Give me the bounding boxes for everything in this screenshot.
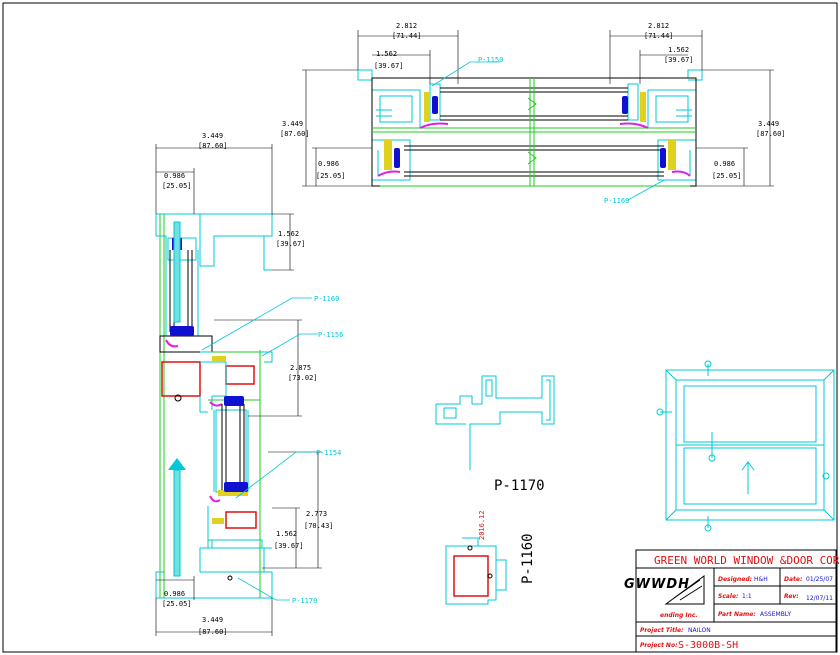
logo-subtext: ending Inc. <box>660 612 698 619</box>
project-title-label: Project Title: <box>640 627 683 634</box>
top-section: 2.812 [71.44] 1.562 [39.67] 2.812 [71.44… <box>280 22 786 205</box>
side-dim-4-mm: [73.02] <box>288 374 318 382</box>
project-no-label: Project No: <box>640 642 677 649</box>
date-value: 01/25/07 <box>806 576 833 583</box>
top-dim-6: 3.449 <box>758 120 779 128</box>
logo-text: GWWDH <box>624 577 690 592</box>
top-dim-8: 0.986 <box>714 160 735 168</box>
title-block <box>635 549 837 653</box>
rev-label: Rev: <box>784 593 799 600</box>
side-dim-3: 1.562 <box>278 230 299 238</box>
profile-p1160: 2016.12 <box>445 510 507 605</box>
top-dim-1-mm: [71.44] <box>392 32 422 40</box>
profile-p1170 <box>435 375 555 470</box>
side-dim-5-mm: [70.43] <box>304 522 334 530</box>
window-elevation <box>656 360 835 532</box>
side-dim-4: 2.875 <box>290 364 311 372</box>
side-dim-6-mm: [39.67] <box>274 542 304 550</box>
designed-label: Designed: <box>718 576 752 583</box>
side-dim-5: 2.773 <box>306 510 327 518</box>
label-p1169: P-1169 <box>604 197 629 205</box>
rev-value: 12/07/11 <box>806 595 833 602</box>
date-label: Date: <box>784 576 802 583</box>
side-dim-8-mm: [87.60] <box>198 628 228 636</box>
scale-value: 1:1 <box>742 593 752 600</box>
side-dim-2: 0.986 <box>164 172 185 180</box>
top-dim-2: 1.562 <box>376 50 397 58</box>
side-dim-6: 1.562 <box>276 530 297 538</box>
side-dim-7: 0.986 <box>164 590 185 598</box>
project-title-value: NAILON <box>688 627 711 634</box>
company-name: GREEN WORLD WINDOW &DOOR CORP. <box>654 554 840 567</box>
top-dim-4: 1.562 <box>668 46 689 54</box>
side-dim-7-mm: [25.05] <box>162 600 192 608</box>
label-p1150: P-1150 <box>478 56 503 64</box>
side-dim-2-mm: [25.05] <box>162 182 192 190</box>
side-dim-3-mm: [39.67] <box>276 240 306 248</box>
top-dim-6-mm: [87.60] <box>756 130 786 138</box>
designed-value: H&H <box>754 576 768 583</box>
top-dim-5: 3.449 <box>282 120 303 128</box>
side-section: 3.449 [87.60] 0.986 [25.05] 1.562 [39.67… <box>155 132 343 636</box>
top-dim-3: 2.812 <box>648 22 669 30</box>
side-dim-8: 3.449 <box>202 616 223 624</box>
top-dim-1: 2.812 <box>396 22 417 30</box>
side-dim-1-mm: [87.60] <box>198 142 228 150</box>
part-label: Part Name: <box>718 611 756 618</box>
label-p1156: P-1156 <box>318 331 343 339</box>
side-dim-1: 3.449 <box>202 132 223 140</box>
top-dim-5-mm: [87.60] <box>280 130 310 138</box>
top-dim-7: 0.986 <box>318 160 339 168</box>
profile-p1160-label: P-1160 <box>520 533 536 584</box>
top-dim-8-mm: [25.05] <box>712 172 742 180</box>
label-p1170: P-1170 <box>292 597 317 605</box>
scale-label: Scale: <box>718 593 738 600</box>
top-dim-7-mm: [25.05] <box>316 172 346 180</box>
top-dim-4-mm: [39.67] <box>664 56 694 64</box>
top-dim-3-mm: [71.44] <box>644 32 674 40</box>
label-p1160: P-1160 <box>314 295 339 303</box>
label-p1154: P-1154 <box>316 449 341 457</box>
project-no-value: S-3000B-SH <box>678 640 738 651</box>
profile-p1170-label: P-1170 <box>494 478 545 494</box>
profile-p1160-code: 2016.12 <box>478 510 486 540</box>
top-dim-2-mm: [39.67] <box>374 62 404 70</box>
part-value: ASSEMBLY <box>760 611 791 618</box>
